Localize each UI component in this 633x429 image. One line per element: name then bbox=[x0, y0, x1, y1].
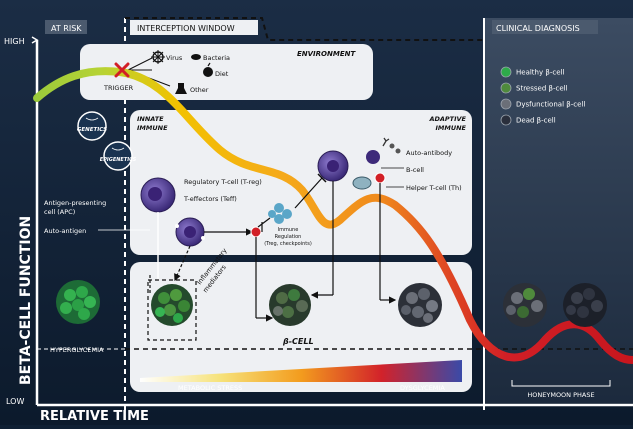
antibody-dot-1 bbox=[389, 143, 395, 149]
x-axis-label: RELATIVE TIME bbox=[40, 409, 149, 424]
beta-cell-panel bbox=[130, 262, 472, 392]
innate-title-2: IMMUNE bbox=[137, 124, 168, 132]
t-effector-receptor-2 bbox=[201, 236, 205, 240]
islet-stressed-1 bbox=[147, 279, 197, 341]
bacteria-label: Bacteria bbox=[203, 54, 230, 62]
virus-icon-spikes bbox=[151, 50, 165, 64]
trigger-x-icon bbox=[114, 62, 130, 78]
adaptive-t-effector-nucleus bbox=[327, 160, 339, 172]
treg-cell-1 bbox=[274, 203, 284, 213]
islet-clinical-dead bbox=[563, 283, 607, 327]
clinical-diagnosis-panel bbox=[484, 18, 633, 403]
high-tick-arrow bbox=[31, 36, 39, 44]
legend-swatch-2 bbox=[500, 98, 512, 110]
genetics-label: GENETICS bbox=[77, 127, 107, 133]
treg-cell-4 bbox=[268, 210, 276, 218]
b-cell bbox=[366, 150, 380, 164]
hyperglycemia-label: HYPERGLYCEMIA bbox=[50, 346, 104, 354]
apc-label-2: cell (APC) bbox=[44, 208, 75, 216]
legend-label-1: Stressed β-cell bbox=[516, 85, 568, 93]
at-risk-label: AT RISK bbox=[51, 24, 82, 33]
autoantigen-label: Auto-antigen bbox=[44, 227, 86, 235]
regulation-inhibit-line bbox=[257, 217, 271, 232]
apc-nucleus bbox=[148, 187, 162, 201]
adaptive-title-2: IMMUNE bbox=[435, 124, 466, 132]
genetics-badge bbox=[77, 111, 107, 141]
legend-swatch-1 bbox=[500, 82, 512, 94]
legend-label-2: Dysfunctional β-cell bbox=[516, 101, 585, 109]
clinical-tab bbox=[492, 20, 598, 34]
legend-swatch-3 bbox=[500, 114, 512, 126]
islet-clinical-dysfunctional bbox=[503, 283, 547, 327]
metabolic-stress-label: METABOLIC STRESS bbox=[178, 384, 242, 392]
interception-top-dashed bbox=[125, 17, 484, 41]
epigenetics-badge bbox=[103, 141, 133, 171]
bacteria-icon bbox=[191, 54, 201, 60]
islet-dysfunctional bbox=[398, 283, 442, 327]
y-high-label: HIGH bbox=[4, 37, 25, 46]
legend-label-3: Dead β-cell bbox=[516, 117, 556, 125]
autoantibody-icon bbox=[382, 137, 390, 147]
helper-label: Helper T-cell (Th) bbox=[406, 184, 462, 192]
metabolic-stress-bar bbox=[140, 360, 462, 382]
bcell-label: B-cell bbox=[406, 166, 424, 174]
apc-label-1: Antigen-presenting bbox=[44, 199, 106, 207]
beta-cell-function-curve bbox=[33, 67, 633, 364]
antibody-dot-2 bbox=[395, 148, 401, 154]
dysglycemia-label: DYSGLYCEMIA bbox=[400, 384, 445, 392]
diet-apple-icon bbox=[203, 67, 213, 77]
flow-dashed-2 bbox=[174, 245, 191, 282]
other-flask-icon bbox=[175, 83, 187, 94]
clinical-diagnosis-label: CLINICAL DIAGNOSIS bbox=[496, 24, 580, 33]
innate-title-1: INNATE bbox=[137, 115, 164, 123]
treg-cell-3 bbox=[274, 214, 284, 224]
at-risk-tab bbox=[45, 20, 87, 34]
honeymoon-bracket bbox=[511, 380, 611, 387]
treg-to-teff-inhibit bbox=[294, 177, 323, 209]
activation-node-2 bbox=[374, 172, 386, 184]
interception-window-label: INTERCEPTION WINDOW bbox=[137, 24, 235, 33]
immune-regulation-1: Immune bbox=[278, 227, 299, 233]
other-label: Other bbox=[190, 86, 209, 94]
t-effector-receptor-1 bbox=[175, 224, 179, 228]
legend-swatch-0 bbox=[500, 66, 512, 78]
honeymoon-label: HONEYMOON PHASE bbox=[527, 391, 594, 399]
diet-label: Diet bbox=[215, 70, 229, 78]
teff-label: T-effectors (Teff) bbox=[183, 195, 237, 203]
environment-title: ENVIRONMENT bbox=[297, 50, 356, 58]
dna-icon bbox=[85, 117, 99, 121]
treg-label: Regulatory T-cell (T-reg) bbox=[184, 178, 262, 186]
beta-cell-panel-label: β-CELL bbox=[282, 337, 314, 346]
interception-tab bbox=[130, 20, 258, 35]
inhibit-bar bbox=[317, 173, 327, 183]
legend-label-0: Healthy β-cell bbox=[516, 69, 564, 77]
immune-regulation-2: Regulation bbox=[275, 234, 302, 240]
y-axis-label: BETA-CELL FUNCTION bbox=[18, 216, 34, 385]
virus-label: Virus bbox=[166, 54, 183, 62]
diet-apple-stem-icon bbox=[207, 62, 211, 67]
dna-icon-epi bbox=[111, 147, 125, 151]
treg-cell-2 bbox=[282, 209, 292, 219]
autoantibody-label: Auto-antibody bbox=[406, 149, 452, 157]
t-effector-nucleus bbox=[184, 226, 196, 238]
islet-stressed-2 bbox=[269, 284, 311, 326]
activation-node-1 bbox=[250, 226, 262, 238]
y-low-label: LOW bbox=[6, 397, 24, 406]
adaptive-title-1: ADAPTIVE bbox=[428, 115, 466, 123]
immune-regulation-3: (Treg, checkpoints) bbox=[264, 241, 312, 247]
trigger-label: TRIGGER bbox=[103, 84, 134, 92]
helper-t-cell bbox=[352, 176, 372, 190]
islet-healthy-at-risk bbox=[56, 280, 100, 324]
epigenetics-label: EPIGENETICS bbox=[100, 157, 137, 163]
